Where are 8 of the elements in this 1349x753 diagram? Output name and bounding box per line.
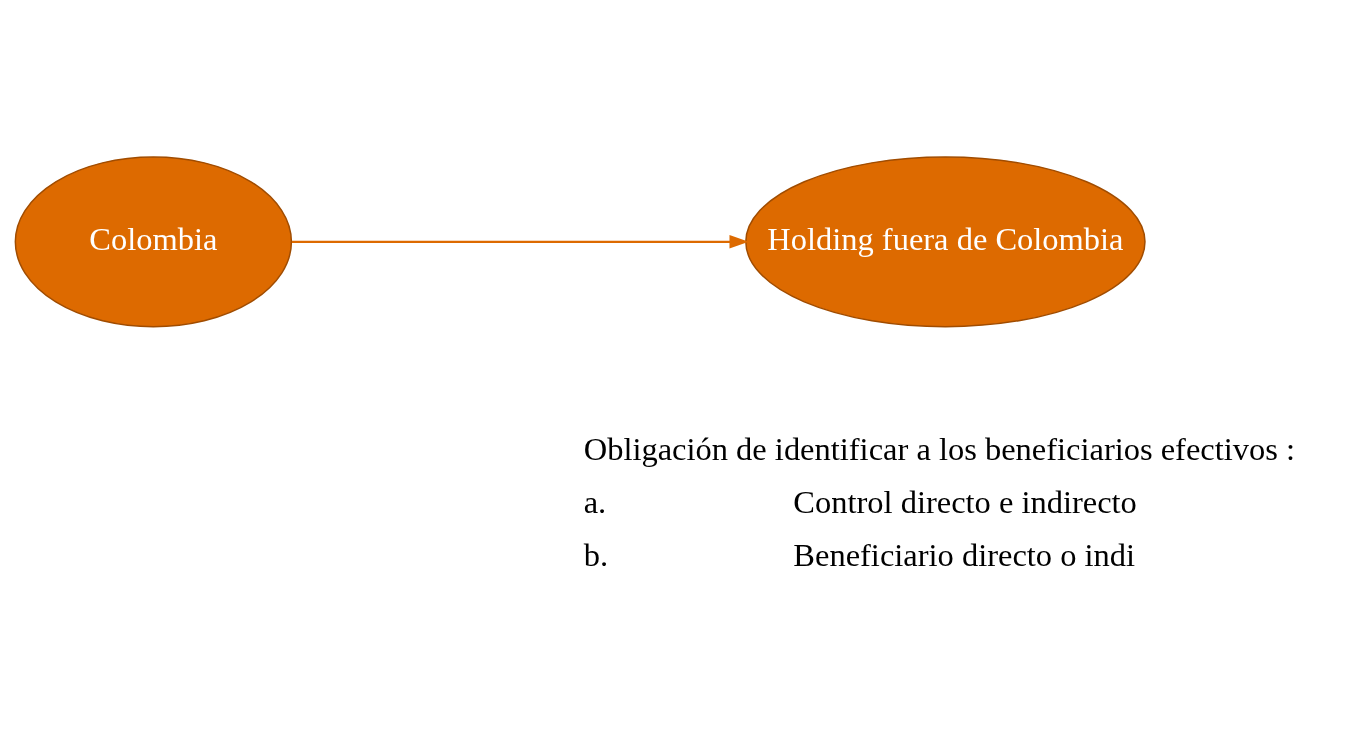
arrow — [291, 235, 749, 249]
label: Obligación de identificar a los beneficiarios efectivos : — [583, 430, 1296, 467]
label: b. — [583, 536, 609, 573]
node-ellipse: Holding fuera de Colombia — [745, 156, 1146, 328]
node-ellipse: Colombia — [14, 156, 293, 328]
label: Beneficiario directo o indi — [793, 536, 1136, 573]
label: Control directo e indirecto — [793, 483, 1137, 520]
label: a. — [583, 483, 607, 520]
